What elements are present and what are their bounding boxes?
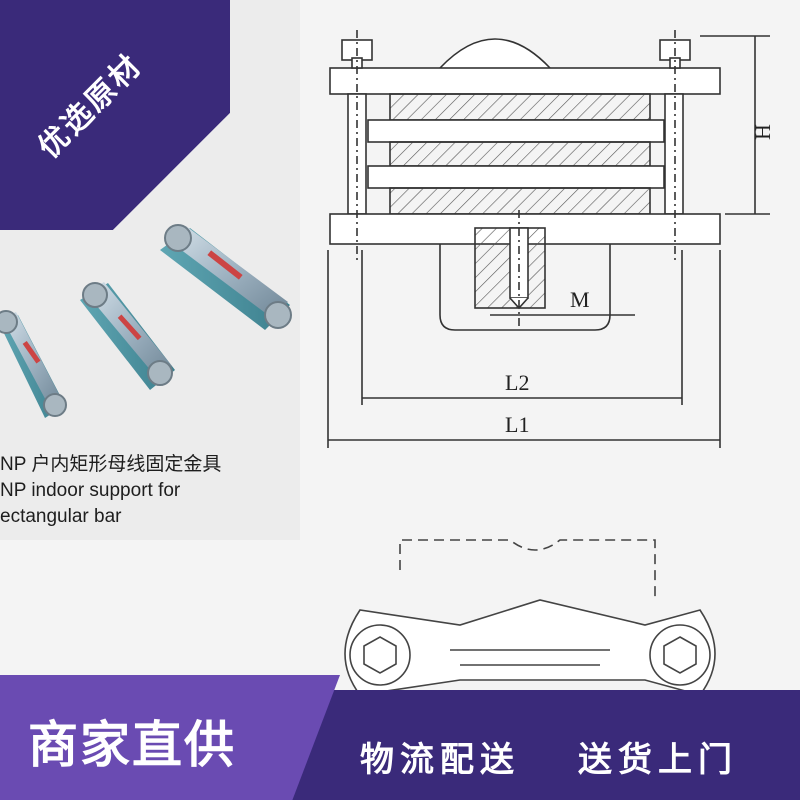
clamp-medium — [80, 282, 175, 390]
label-m: M — [570, 287, 590, 312]
banner-sub-delivery: 送货上门 — [578, 740, 738, 780]
caption-line-3: ectangular bar — [0, 506, 122, 527]
clamp-large — [160, 224, 292, 330]
clamp-illustration — [0, 224, 292, 418]
corner-badge: 优选原材 — [0, 0, 230, 230]
banner-main-text: 商家直供 — [28, 716, 236, 774]
badge-background — [0, 0, 230, 230]
clamp-small — [0, 310, 67, 418]
label-h: H — [750, 124, 775, 140]
label-l2: L2 — [505, 370, 529, 395]
caption-line-1: NP 户内矩形母线固定金具 — [0, 454, 222, 475]
banner-sub-logistics: 物流配送 — [360, 740, 520, 780]
banner-main-block: 商家直供 — [0, 675, 340, 800]
top-view — [344, 539, 716, 696]
technical-drawing: H M L2 L1 — [327, 30, 775, 696]
caption-line-2: NP indoor support for — [0, 480, 181, 501]
dimension-labels: H M L2 L1 — [505, 124, 775, 437]
photo-caption: NP 户内矩形母线固定金具 NP indoor support for ecta… — [0, 452, 300, 530]
front-view — [327, 30, 770, 448]
label-l1: L1 — [505, 412, 529, 437]
